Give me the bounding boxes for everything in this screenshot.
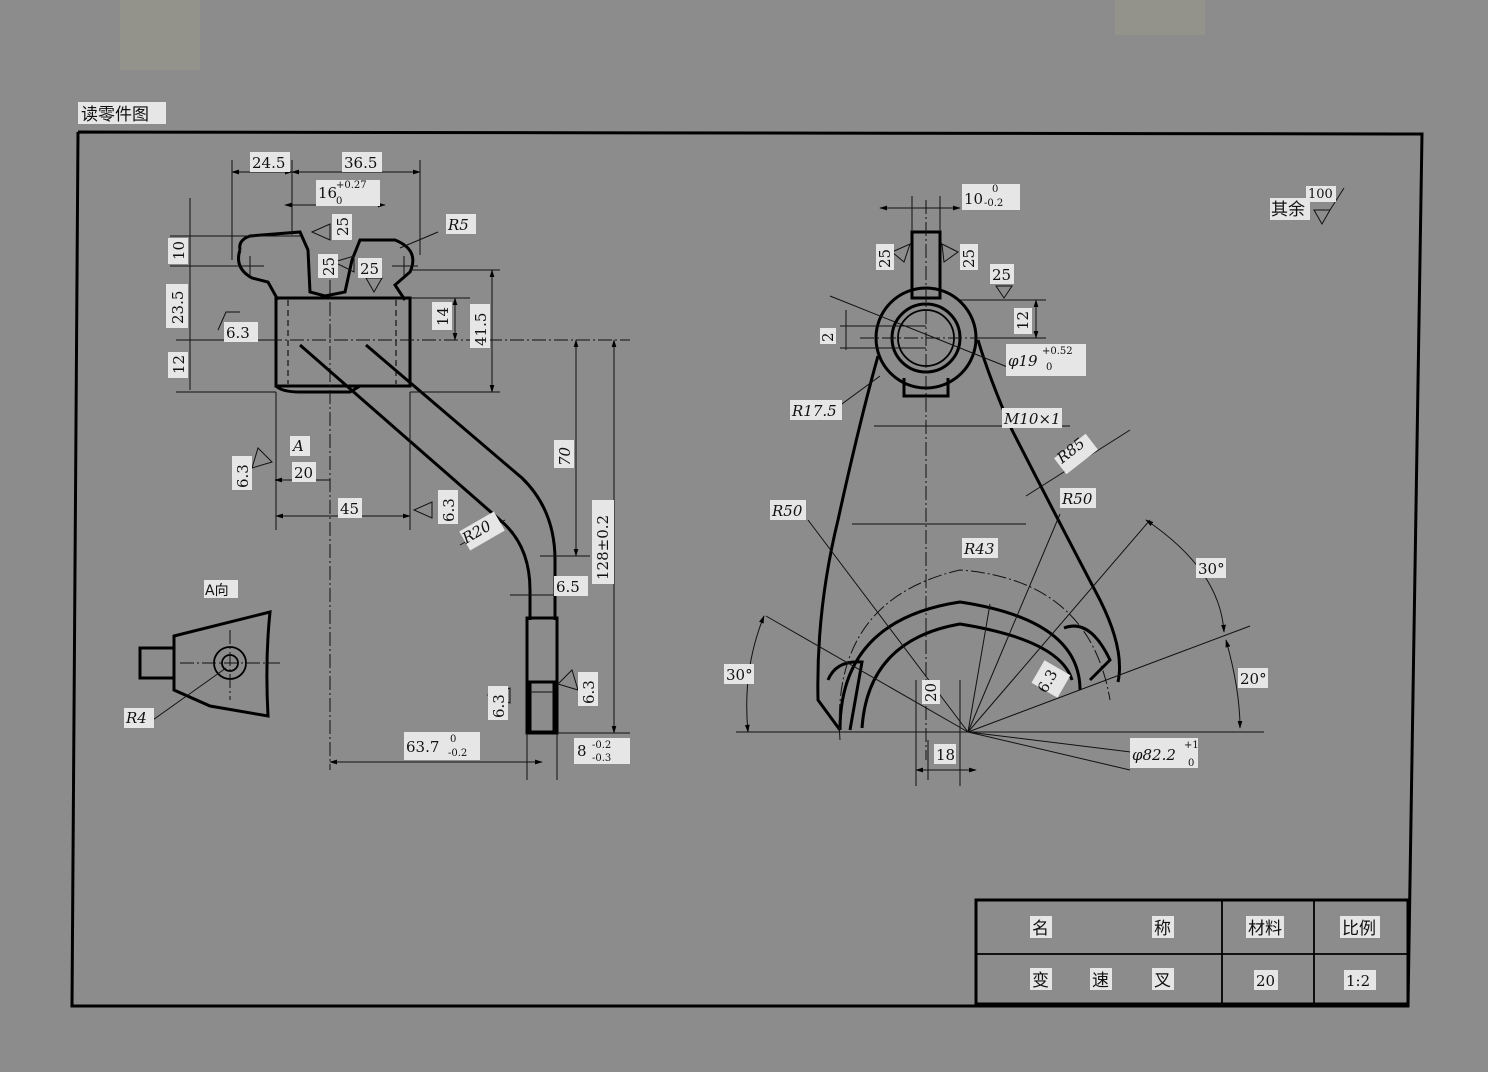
dim-63-7-tol-lo: -0.2 <box>448 748 467 759</box>
ra-25-a: 25 <box>334 217 352 236</box>
ra-25-b: 25 <box>320 257 338 276</box>
r-dim-10-tol-up: 0 <box>992 184 998 195</box>
ra-6-3-c: 6.3 <box>440 498 458 522</box>
r-dim-m10: M10×1 <box>1003 410 1061 428</box>
dim-36-5: 36.5 <box>344 154 377 172</box>
ra-6-3-d: 6.3 <box>490 694 508 718</box>
dim-8-tol-lo: -0.3 <box>592 753 611 764</box>
ra-6-3-e: 6.3 <box>580 680 598 704</box>
r-dim-phi82-2: φ82.2 <box>1132 746 1176 764</box>
dim-23-5: 23.5 <box>169 291 187 324</box>
tb-name-label-2: 称 <box>1154 919 1171 939</box>
r-dim-phi19-tol-up: +0.52 <box>1042 346 1073 357</box>
r-ang-30-a: 30° <box>726 666 753 684</box>
ra-6-3-b: 6.3 <box>234 464 252 488</box>
dim-8-tol-up: -0.2 <box>592 740 611 751</box>
tb-material-label: 材料 <box>1248 919 1282 939</box>
r-dim-10-tol-lo: -0.2 <box>984 198 1003 209</box>
r-dim-r50-a: R50 <box>771 502 803 520</box>
r-dim-phi19: φ19 <box>1008 352 1038 370</box>
tb-part-name-1: 变 <box>1032 971 1049 991</box>
r-dim-phi82-2-tol-up: +1 <box>1184 740 1199 751</box>
dim-41-5: 41.5 <box>472 313 490 346</box>
dim-63-7: 63.7 <box>406 738 439 756</box>
tb-name-label-1: 名 <box>1032 919 1049 939</box>
r-dim-phi19-tol-lo: 0 <box>1046 362 1052 373</box>
tb-scale-value: 1:2 <box>1346 972 1370 990</box>
page-title: 读零件图 <box>81 105 149 125</box>
dim-128: 128±0.2 <box>594 515 612 580</box>
ra-6-3-a: 6.3 <box>226 324 250 342</box>
dim-20: 20 <box>294 464 313 482</box>
right-view: 10 0 -0.2 25 25 25 12 2 φ19 +0.52 0 R17.… <box>724 184 1345 786</box>
title-block: 名 称 材料 比例 变 速 叉 20 1:2 <box>974 898 1410 1006</box>
other-surface-value: 100 <box>1308 187 1333 202</box>
r-dim-18: 18 <box>936 746 955 764</box>
r-dim-12: 12 <box>1014 311 1032 330</box>
dim-24-5: 24.5 <box>252 154 285 172</box>
dim-r4: R4 <box>125 709 147 727</box>
r-ra-25-b: 25 <box>960 249 978 268</box>
dim-r5: R5 <box>447 216 469 234</box>
dim-14: 14 <box>434 307 452 326</box>
dim-63-7-tol-up: 0 <box>450 734 456 745</box>
r-dim-r50-b: R50 <box>1061 490 1093 508</box>
dim-6-5: 6.5 <box>556 578 580 596</box>
ra-25-c: 25 <box>360 260 379 278</box>
detail-view-a: A向 R4 <box>124 580 280 728</box>
r-dim-r17-5: R17.5 <box>791 402 837 420</box>
other-surface-label: 其余 <box>1271 200 1305 220</box>
r-ang-20: 20° <box>1240 670 1267 688</box>
dim-16: 16 <box>318 184 337 202</box>
dim-45: 45 <box>340 500 359 518</box>
dim-12: 12 <box>170 355 188 374</box>
r-ra-25-c: 25 <box>992 266 1011 284</box>
dim-10: 10 <box>170 241 188 260</box>
r-ang-30-b: 30° <box>1198 560 1225 578</box>
dim-70: 70 <box>556 446 574 466</box>
dim-16-tol-up: +0.27 <box>336 180 367 191</box>
tb-part-name-3: 叉 <box>1154 971 1171 991</box>
detail-view-title: A向 <box>205 583 229 599</box>
tb-part-name-2: 速 <box>1092 971 1109 991</box>
drawing-frame <box>70 130 1424 1008</box>
dim-16-tol-lo: 0 <box>336 196 342 207</box>
dim-8: 8 <box>577 742 587 760</box>
r-dim-2: 2 <box>819 332 837 342</box>
r-dim-10: 10 <box>964 190 983 208</box>
r-dim-20: 20 <box>922 683 940 702</box>
tb-material-value: 20 <box>1256 972 1275 990</box>
r-dim-r43: R43 <box>963 540 994 558</box>
tb-scale-label: 比例 <box>1342 919 1376 939</box>
left-view: 24.5 36.5 16 +0.27 0 R5 10 23.5 12 14 41… <box>166 152 630 780</box>
r-ra-25-a: 25 <box>876 249 894 268</box>
r-dim-phi82-2-tol-lo: 0 <box>1188 758 1194 769</box>
view-label-a: A <box>291 437 304 455</box>
